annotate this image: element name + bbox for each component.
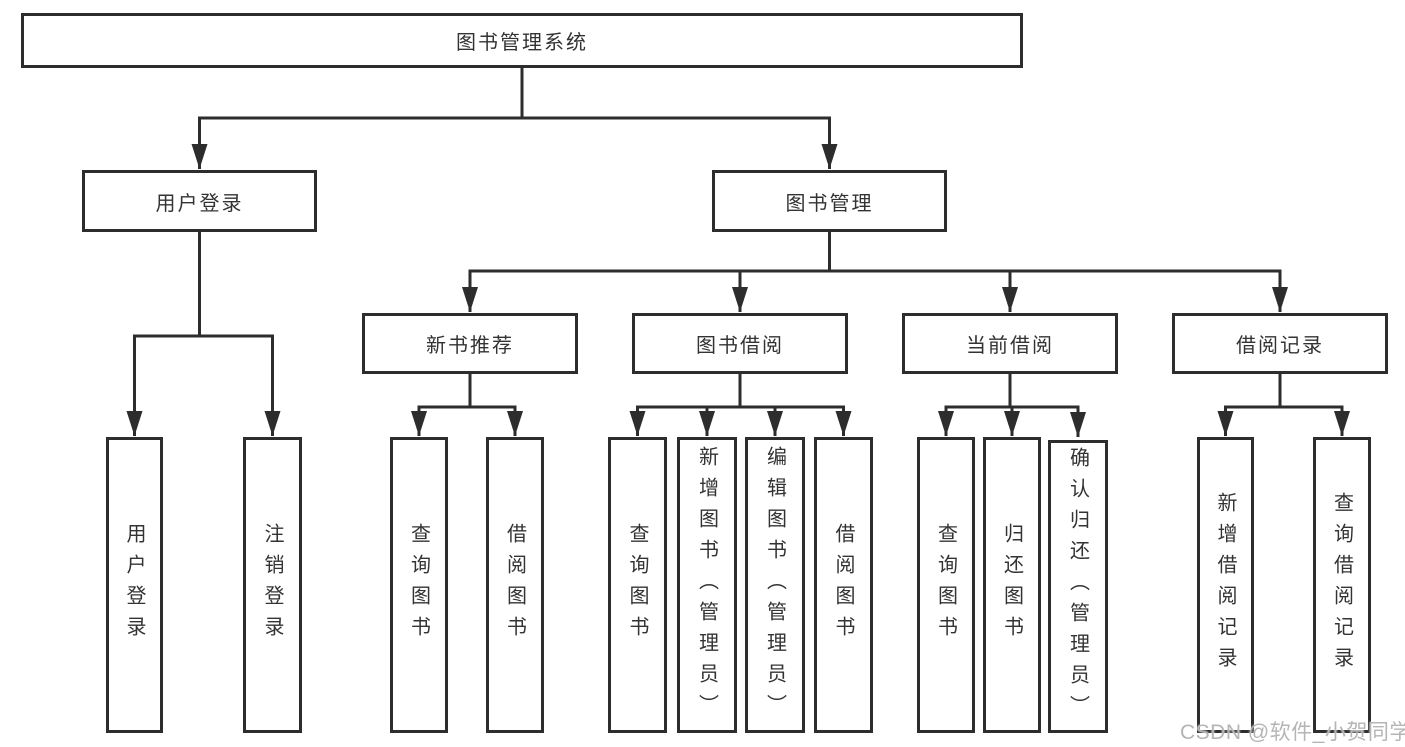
leaf-query-book-recommend: 查询图书 [390, 437, 448, 733]
node-book-management: 图书管理 [712, 170, 947, 232]
connector-book-borrow [629, 372, 852, 436]
node-borrow-records: 借阅记录 [1172, 313, 1388, 374]
leaf-query-borrow-record: 查询借阅记录 [1313, 437, 1371, 733]
leaf-borrow-book: 借阅图书 [814, 437, 873, 733]
leaf-confirm-return-admin: 确认归还（管理员） [1048, 440, 1108, 733]
leaf-return-book: 归还图书 [983, 437, 1041, 733]
leaf-add-borrow-record: 新增借阅记录 [1197, 437, 1254, 733]
leaf-query-book-borrow: 查询图书 [608, 437, 667, 733]
leaf-borrow-book-recommend: 借阅图书 [486, 437, 544, 733]
leaf-add-book-admin: 新增图书（管理员） [677, 437, 737, 733]
connector-current-borrow [938, 372, 1086, 437]
csdn-watermark: CSDN @软件_小贺同学 [1180, 721, 1405, 744]
node-book-borrow: 图书借阅 [632, 313, 848, 374]
node-user-login: 用户登录 [82, 170, 317, 232]
node-new-book-recommend: 新书推荐 [362, 313, 578, 374]
leaf-query-book-current: 查询图书 [917, 437, 975, 733]
leaf-edit-book-admin: 编辑图书（管理员） [745, 437, 805, 733]
node-current-borrow: 当前借阅 [902, 313, 1118, 374]
connector-user-login [126, 230, 281, 436]
leaf-logout: 注销登录 [243, 437, 302, 733]
connector-book-management [462, 230, 1288, 312]
connector-new-book-recommend [411, 372, 523, 436]
connector-root [191, 67, 838, 169]
node-library-system: 图书管理系统 [21, 13, 1023, 68]
connector-borrow-records [1217, 372, 1350, 436]
leaf-user-login: 用户登录 [106, 437, 163, 733]
